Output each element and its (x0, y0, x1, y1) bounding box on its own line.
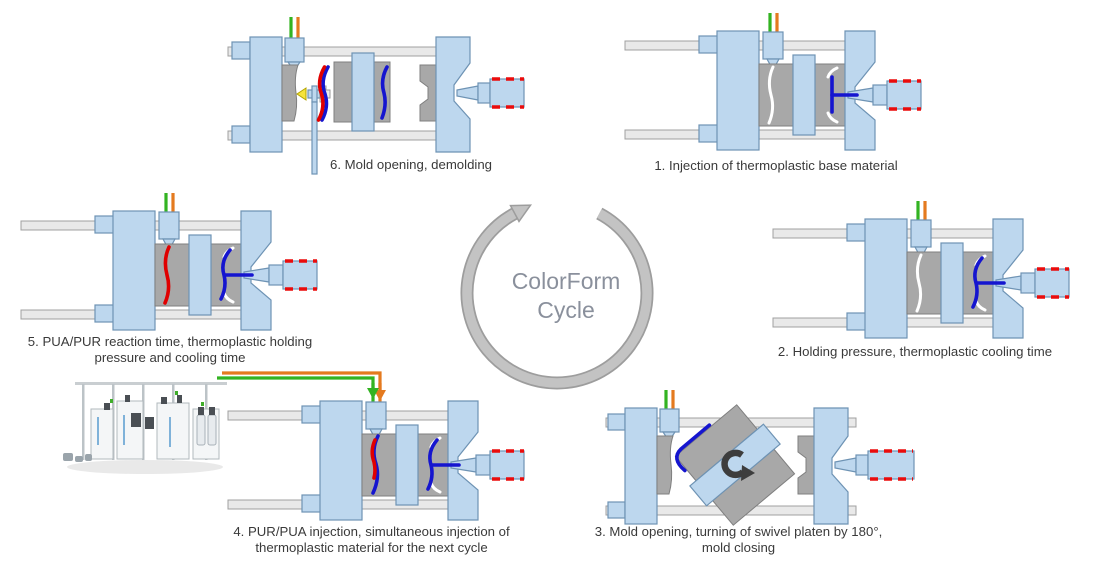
stage-5-machine-illustration (19, 191, 319, 332)
cycle-title: ColorForm Cycle (466, 267, 666, 325)
rotation-arrow-icon (721, 449, 755, 481)
stage-4-machine-illustration (226, 381, 526, 522)
cycle-title-line1: ColorForm (511, 268, 621, 294)
stage-2-machine-illustration (771, 199, 1071, 340)
stage-4-caption: 4. PUR/PUA injection, simultaneous injec… (233, 524, 510, 555)
demolded-two-component-part (316, 65, 330, 122)
demold-gripper (307, 85, 321, 175)
cycle-arrow-icon (460, 204, 654, 390)
stage-3-machine-illustration (605, 390, 915, 526)
pur-supply-lines (217, 371, 386, 401)
ejector-icon (296, 87, 307, 101)
iso-supply-arrow-icon (374, 390, 386, 401)
pur-skin-part (163, 245, 171, 305)
pur-supply-arrow-icon (367, 388, 379, 399)
waiting-thermoplastic-part (380, 65, 389, 120)
stage-2-caption: 2. Holding pressure, thermoplastic cooli… (777, 344, 1053, 359)
cycle-title-line2: Cycle (537, 296, 595, 323)
thermoplastic-injection-part (830, 75, 859, 114)
stage-1-caption: 1. Injection of thermoplastic base mater… (654, 158, 898, 173)
stage-5-caption: 5. PUA/PUR reaction time, thermoplastic … (27, 334, 313, 365)
pur-flooding-part (370, 438, 377, 480)
stage-1-machine-illustration (623, 11, 923, 152)
stage-6-caption: 6. Mold opening, demolding (329, 157, 493, 172)
stage-3-caption: 3. Mold opening, turning of swivel plate… (594, 524, 883, 555)
stage-6-machine-illustration (227, 17, 525, 175)
pur-dosing-machine-photo (63, 382, 227, 474)
